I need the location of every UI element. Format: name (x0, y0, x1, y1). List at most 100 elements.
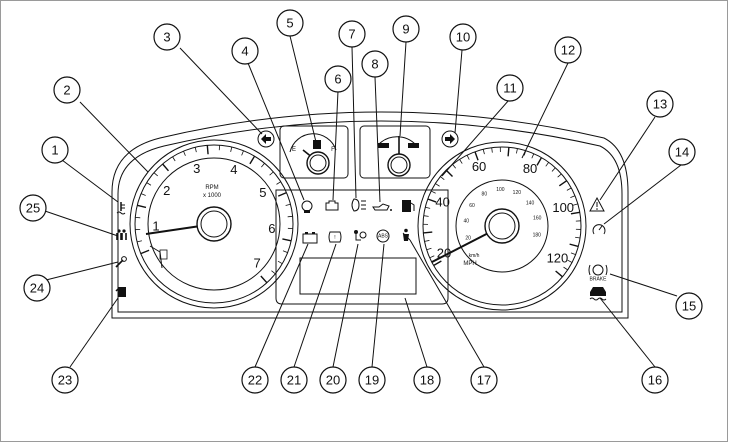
fuel-door-icon (115, 287, 126, 297)
callout-4: 4 (231, 37, 259, 65)
gauge-tick (146, 182, 152, 186)
battery-icon (302, 232, 318, 244)
tach-number-1: 1 (152, 219, 159, 234)
gauge-tick (271, 270, 276, 275)
fuel-gauge: E F (289, 133, 337, 175)
warning-triangle-icon (589, 196, 605, 212)
gauge-tick (440, 176, 445, 180)
gauge-tick (282, 250, 288, 253)
gauge-tick (482, 149, 485, 155)
tach-number-2: 2 (163, 183, 170, 198)
gauge-tick (282, 238, 292, 242)
tach-number-3: 3 (193, 161, 200, 176)
gauge-tick (558, 180, 568, 187)
tach-hub (196, 206, 232, 242)
callout-3: 3 (153, 23, 181, 51)
svg-text:4: 4 (241, 44, 248, 59)
gauge-tick (531, 153, 535, 159)
gauge-tick (433, 260, 442, 267)
gauge-tick (545, 162, 550, 167)
low-fuel-icon (402, 200, 415, 212)
fuel-pump-icon (313, 140, 321, 149)
svg-text:22: 22 (248, 373, 262, 388)
gauge-tick (516, 148, 518, 154)
callout-22: 22 (241, 366, 269, 394)
svg-text:15: 15 (682, 299, 696, 314)
gauge-tick (276, 181, 281, 185)
tach-number-4: 4 (230, 162, 237, 177)
seatbelt-passenger-icon (402, 228, 411, 241)
cruise-control-icon (592, 224, 606, 235)
callout-19: 19 (358, 366, 386, 394)
gauge-tick (249, 155, 256, 165)
svg-text:5: 5 (286, 16, 293, 31)
headlamp-icon (351, 198, 366, 212)
fuel-full-label: F (331, 147, 335, 153)
speed-inner-number: 40 (463, 219, 469, 225)
gauge-tick (230, 146, 233, 152)
speed-number-60: 60 (472, 159, 486, 174)
callout-23: 23 (51, 366, 79, 394)
left-turn-indicator-icon (257, 130, 275, 148)
gauge-tick (261, 163, 265, 168)
tachometer-ticks (135, 145, 293, 284)
gauge-tick (572, 203, 578, 206)
gauge-tick (567, 259, 573, 263)
temp-hot-icon (408, 143, 419, 148)
callout-11: 11 (496, 74, 524, 102)
callout-16: 16 (641, 366, 669, 394)
gauge-tick (423, 215, 429, 217)
gauge-tick (426, 247, 432, 251)
gauge-tick (575, 236, 581, 239)
svg-text:24: 24 (30, 281, 44, 296)
callout-10: 10 (449, 23, 477, 51)
gauge-tick (570, 252, 576, 256)
leader-lines (41, 35, 682, 368)
svg-text:20: 20 (326, 373, 340, 388)
brake-label: BRAKE (590, 277, 608, 283)
svg-text:7: 7 (348, 27, 355, 42)
callout-18: 18 (413, 366, 441, 394)
gauge-tick (172, 156, 176, 162)
speed-hub (484, 208, 520, 244)
gauge-tick (536, 157, 543, 166)
speed-inner-number: 80 (482, 192, 488, 198)
svg-text:21: 21 (287, 373, 301, 388)
gauge-tick (555, 270, 563, 278)
gauge-tick (277, 260, 283, 265)
gauge-tick (429, 255, 435, 259)
cluster-housing (111, 111, 629, 319)
fuel-empty-label: E (292, 147, 296, 153)
gauge-tick (445, 169, 453, 177)
message-center-display (299, 257, 417, 295)
right-turn-indicator-icon (441, 130, 459, 148)
tachometer: 1 2 3 4 5 6 7 RPM x 1000 (129, 139, 299, 309)
speed-inner-number: 120 (513, 190, 522, 196)
gauge-tick (569, 243, 579, 248)
callout-25: 25 (19, 194, 47, 222)
gauge-tick (570, 211, 580, 215)
gauge-tick (466, 154, 470, 160)
gauge-tick (194, 147, 197, 153)
callout-8: 8 (361, 50, 389, 78)
speed-inner-number: 20 (465, 235, 471, 241)
callout-9: 9 (392, 15, 420, 43)
tach-scale-label: x 1000 (203, 193, 222, 199)
svg-text:8: 8 (371, 57, 378, 72)
svg-text:25: 25 (26, 201, 40, 216)
svg-text:23: 23 (58, 373, 72, 388)
oil-pressure-icon (301, 200, 313, 213)
callout-24: 24 (23, 274, 51, 302)
gauge-tick (566, 187, 572, 191)
tach-number-6: 6 (268, 221, 275, 236)
speed-number-100: 100 (552, 200, 574, 215)
speed-inner-number: 140 (526, 200, 535, 206)
svg-text:!: ! (334, 235, 335, 241)
gauge-tick (136, 240, 143, 243)
temperature-gauge (377, 136, 419, 177)
gauge-tick (507, 147, 510, 157)
svg-text:18: 18 (420, 373, 434, 388)
svg-text:2: 2 (63, 83, 70, 98)
